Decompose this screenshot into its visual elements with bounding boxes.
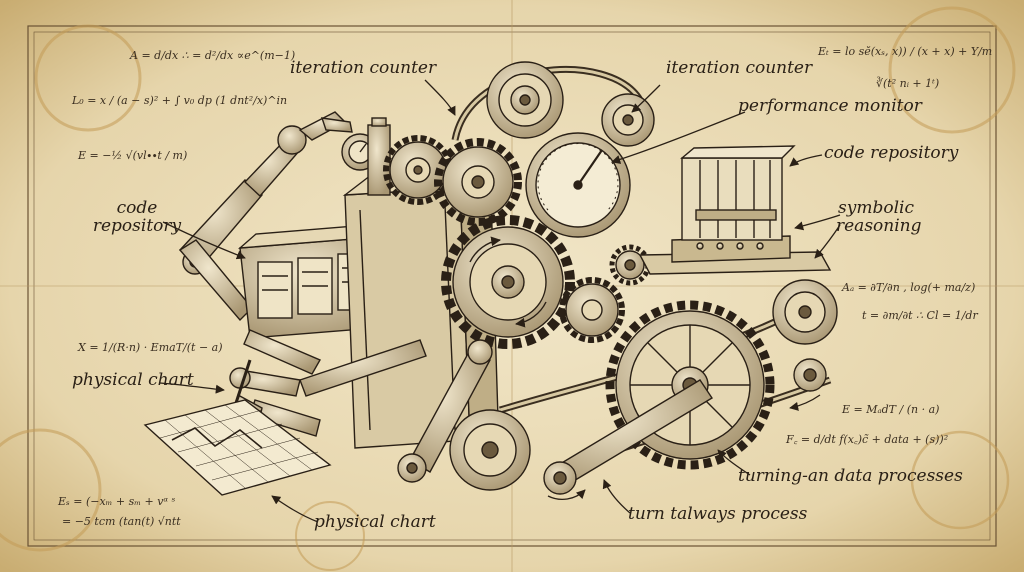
label-turn-talways-process: turn talways process [628, 504, 808, 524]
label-code-repository-left: code repository [92, 198, 182, 236]
label-code-repository-right: code repository [824, 143, 959, 163]
label-symbolic-reasoning-line2: reasoning [836, 215, 922, 236]
connecting-rod [243, 329, 713, 495]
equation-bottom-left-2: = −5 tcm (tan(t) √ntt [62, 515, 181, 528]
label-symbolic-reasoning: symbolic reasoning [836, 198, 922, 236]
equation-bottom-right-2: F꜀ = d/dt f(x꜀)c̃ + data + (s))² [786, 433, 949, 446]
gear-main [441, 215, 575, 349]
label-iteration-counter-left: iteration counter [290, 58, 437, 78]
gear-tiny [609, 244, 651, 286]
pulley [601, 93, 655, 147]
pulley [772, 279, 838, 345]
equation-bottom-right-1: E = MₐdT / (n · a) [842, 403, 940, 416]
label-performance-monitor: performance monitor [738, 96, 922, 116]
label-symbolic-reasoning-line1: symbolic [838, 198, 914, 218]
equation-bottom-left-1: Eₛ = (−xₘ + sₘ + vᵅ ˢ [58, 495, 176, 508]
pulley [449, 409, 531, 491]
equation-mid-left: X = 1/(R·n) · EmaT/(t − a) [78, 341, 223, 354]
label-iteration-counter-right: iteration counter [666, 58, 813, 78]
leader-arrows [159, 79, 841, 523]
gear-upper [434, 138, 522, 226]
label-physical-chart-left: physical chart [72, 370, 194, 390]
label-code-repository-left-line2: repository [92, 215, 182, 236]
equation-top-left-1: A = d/dx ∴ = d²/dx ∝e^(m−1) [130, 49, 296, 62]
robotic-arm-upper [178, 111, 379, 322]
pulley [486, 61, 564, 139]
equation-top-right-1: Eₜ = lo sĕ(xₛ, x)) / (x + x) + Y/m [818, 45, 993, 58]
coffee-stain [0, 6, 1016, 571]
equation-mid-right-1: Aₐ = ∂T/∂n , log(+ ma/z) [842, 281, 976, 294]
equation-mid-right-2: t = ∂m/∂t ∴ Cl = 1/dr [862, 309, 978, 322]
equation-top-left-2: L₀ = x / (a − s)² + ∫ v₀ dp (1 dnt²/x)^i… [72, 94, 288, 107]
equation-top-left-3: E = −½ √(vl∙∙t / m) [78, 149, 188, 162]
physical-chart-sheet [143, 399, 332, 496]
pulley [397, 453, 427, 483]
symbolic-reasoning-module [638, 145, 832, 275]
label-turning-data-processes: turning-an data processes [738, 466, 963, 486]
performance-gauge [525, 132, 631, 238]
pulley [793, 358, 827, 392]
label-code-repository-left-line1: code [116, 198, 158, 218]
gear-small [559, 277, 625, 343]
label-physical-chart-bottom: physical chart [314, 512, 436, 532]
equation-top-right-2: ∛(t² nᵢ + 1ᵗ) [876, 77, 940, 90]
